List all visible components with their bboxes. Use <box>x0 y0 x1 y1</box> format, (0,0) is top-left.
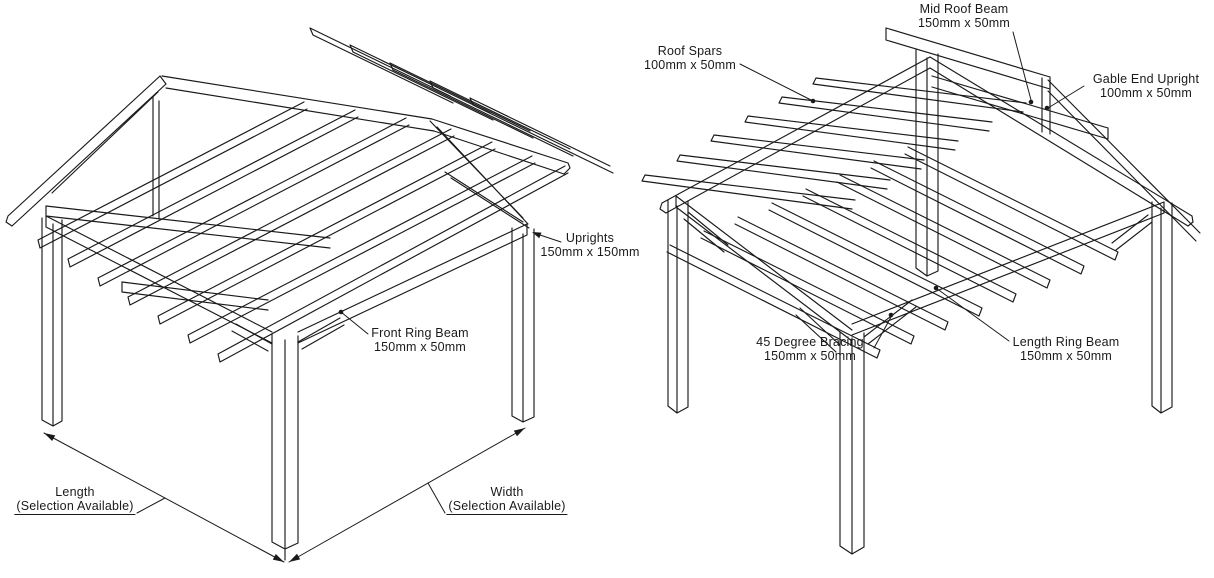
label-length-name: Length <box>55 485 95 499</box>
label-length-dimension: Length (Selection Available) <box>14 485 136 515</box>
roof-spars-leader-dot <box>810 98 816 104</box>
label-length-ring-beam-name: Length Ring Beam <box>1012 335 1120 349</box>
roof-spars-rear-slope <box>309 27 614 174</box>
front-ring-beam-leader <box>340 311 369 335</box>
label-length-selection: (Selection Available) <box>14 499 136 515</box>
label-gable-end-upright-name: Gable End Upright <box>1092 72 1200 86</box>
front-ring-beam <box>297 223 528 344</box>
right-upright-post <box>511 227 535 423</box>
label-front-ring-beam-size: 150mm x 50mm <box>373 339 467 354</box>
roof-spars-leader <box>739 63 814 102</box>
front-corner-post <box>271 333 299 561</box>
label-mid-roof-beam: Mid Roof Beam 150mm x 50mm <box>917 2 1011 30</box>
brace-left-post <box>683 211 729 253</box>
length-label-connector <box>136 497 166 514</box>
width-label-connector <box>427 482 446 514</box>
side-ring-beam <box>45 215 273 344</box>
ridge-beam <box>161 75 435 132</box>
corner-braces-front-post <box>795 299 917 353</box>
roof-spars-left-slope <box>641 77 1027 210</box>
right-upright-post <box>1151 201 1173 414</box>
label-gable-end-upright-size: 100mm x 50mm <box>1099 85 1192 100</box>
label-roof-spars-name: Roof Spars <box>657 44 723 58</box>
uprights-leader-arrow <box>532 232 542 239</box>
left-upright-post <box>41 217 63 427</box>
length-dimension-line <box>43 432 285 563</box>
label-mid-roof-beam-name: Mid Roof Beam <box>919 2 1009 16</box>
label-length-ring-beam-size: 150mm x 50mm <box>1019 348 1112 363</box>
label-front-ring-beam-name: Front Ring Beam <box>371 326 469 340</box>
brace-right-post <box>1111 214 1153 251</box>
width-arrow-inner <box>289 553 301 562</box>
bracing-leader-dot <box>888 312 894 318</box>
label-width-dimension: Width (Selection Available) <box>446 485 568 515</box>
label-length-ring-beam: Length Ring Beam 150mm x 50mm <box>1012 335 1120 363</box>
length-arrow-inner <box>272 554 284 562</box>
label-width-selection: (Selection Available) <box>446 499 568 515</box>
width-arrow-outer <box>513 428 525 437</box>
gable-rafter <box>5 75 167 227</box>
front-ring-beam-leader-dot <box>338 309 344 315</box>
gable-inner-rafter <box>51 91 159 194</box>
label-45-degree-bracing-name: 45 Degree Bracing <box>756 335 864 349</box>
side-ring-beam <box>675 195 853 342</box>
right-gazebo-view <box>641 27 1201 555</box>
gable-rafter-left <box>659 56 931 214</box>
left-gazebo-view <box>5 27 614 563</box>
roof-spars-front-slope <box>37 101 569 363</box>
ridge-beam <box>885 27 1051 90</box>
hip-rafter-to-post <box>429 120 529 225</box>
label-roof-spars-size: 100mm x 50mm <box>643 57 737 72</box>
mid-roof-purlin-upper <box>45 205 331 249</box>
mid-roof-beam-leader <box>1012 31 1032 101</box>
label-uprights: Uprights 150mm x 150mm <box>540 231 640 259</box>
label-45-degree-bracing-size: 150mm x 50mm <box>763 348 857 363</box>
rear-ring-beam <box>444 171 530 229</box>
label-gable-end-upright: Gable End Upright 100mm x 50mm <box>1092 72 1200 100</box>
bracing-leader <box>873 316 892 349</box>
gable-rafter-right <box>929 56 1194 227</box>
label-width-name: Width <box>490 485 524 499</box>
gable-end-upright-leader-dot <box>1044 105 1050 111</box>
gable-end-upright-leader <box>1047 85 1085 109</box>
label-mid-roof-beam-size: 150mm x 50mm <box>917 15 1011 30</box>
label-front-ring-beam: Front Ring Beam 150mm x 50mm <box>371 326 469 354</box>
length-ring-beam-leader-dot <box>933 285 939 291</box>
gable-end-stud <box>152 96 160 220</box>
label-uprights-name: Uprights <box>565 231 615 245</box>
label-roof-spars: Roof Spars 100mm x 50mm <box>643 44 737 72</box>
uprights-leader <box>539 234 562 243</box>
length-ring-beam <box>851 201 1165 336</box>
front-corner-post <box>839 331 865 555</box>
king-post <box>915 49 939 277</box>
label-45-degree-bracing: 45 Degree Bracing 150mm x 50mm <box>756 335 864 363</box>
mid-roof-beam-leader-dot <box>1028 99 1034 105</box>
length-ring-beam-leader <box>935 287 1010 342</box>
far-gable-rafter <box>1047 79 1201 242</box>
left-upright-post <box>667 199 689 414</box>
roof-spars-right-slope <box>666 146 1119 359</box>
hip-rafter-overhang <box>431 118 571 175</box>
length-arrow-outer <box>44 433 56 441</box>
mid-roof-purlin-lower <box>121 281 269 311</box>
label-uprights-size: 150mm x 150mm <box>540 244 640 259</box>
width-dimension-line <box>288 427 526 563</box>
